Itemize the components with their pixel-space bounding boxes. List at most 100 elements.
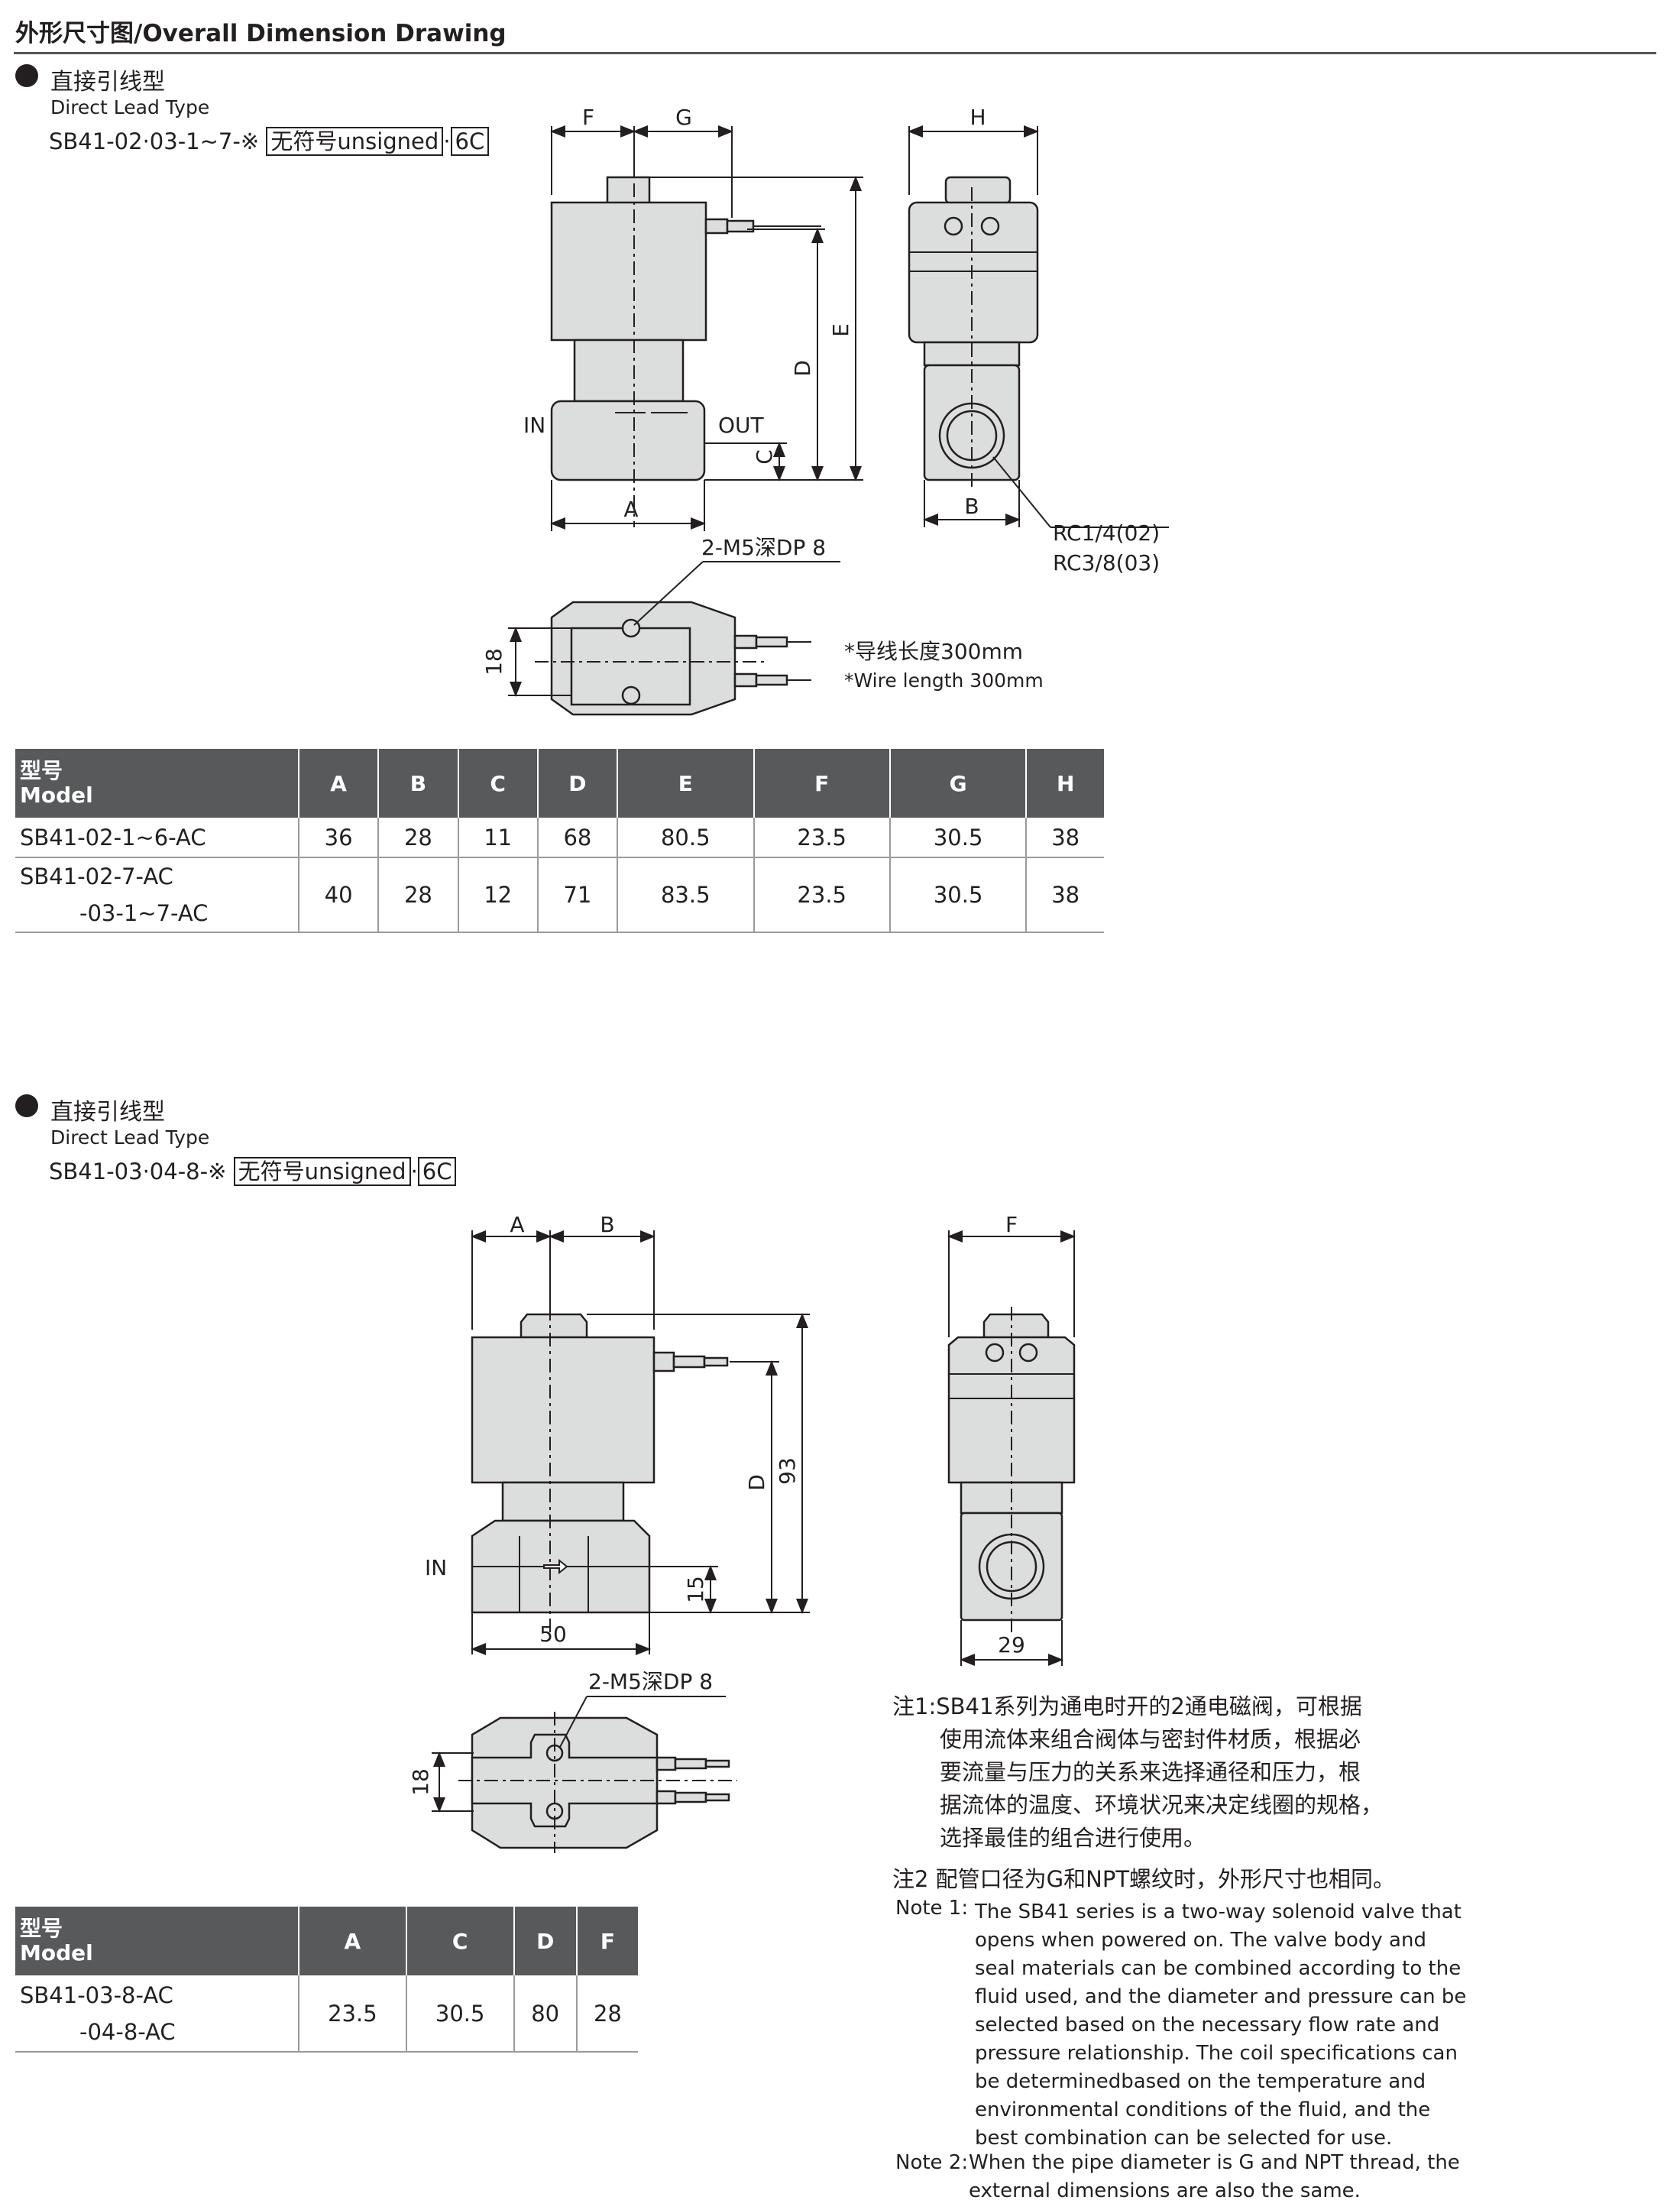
cell: 83.5 bbox=[617, 857, 755, 933]
cell: 23.5 bbox=[753, 818, 891, 858]
col-header: E bbox=[617, 749, 755, 818]
thread-callout: 2-M5深DP 8 bbox=[701, 535, 826, 560]
note2-en-label: Note 2: bbox=[895, 2151, 969, 2174]
note1-en-label: Note 1: bbox=[895, 1897, 969, 1920]
table-row: SB41-02-7-AC -03-1~7-AC 40 28 12 71 83.5… bbox=[15, 857, 1104, 933]
dim-c: C bbox=[752, 449, 777, 465]
row-model: SB41-02-7-AC -03-1~7-AC bbox=[15, 857, 299, 933]
code-prefix: SB41-02·03-1~7-※ bbox=[49, 128, 260, 154]
note-line: The SB41 series is a two-way solenoid va… bbox=[975, 1901, 1462, 1923]
table-header-row: 型号 Model A C D F bbox=[15, 1907, 638, 1975]
note-line: fluid used, and the diameter and pressur… bbox=[975, 1985, 1467, 2008]
code-option-6c: 6C bbox=[417, 1157, 457, 1186]
col-header: D bbox=[537, 749, 619, 818]
port-rc-03: RC3/8(03) bbox=[1053, 550, 1160, 575]
bullet-icon bbox=[15, 1094, 38, 1117]
note-line: 据流体的温度、环境状况来决定线圈的规格， bbox=[940, 1792, 1384, 1818]
cell: 28 bbox=[378, 857, 459, 933]
code-option-6c: 6C bbox=[450, 127, 490, 156]
row-model: SB41-02-1~6-AC bbox=[15, 818, 299, 858]
note-line: 使用流体来组合阀体与密封件材质，根据必 bbox=[940, 1726, 1361, 1752]
col-header: H bbox=[1026, 749, 1104, 818]
cell: 23.5 bbox=[299, 1975, 407, 2053]
valve-body bbox=[550, 400, 706, 481]
note2-zh: 注2 配管口径为G和NPT螺纹时，外形尺寸也相同。 bbox=[892, 1866, 1396, 1892]
cell: 30.5 bbox=[406, 1975, 515, 2053]
dim-18: 18 bbox=[408, 1768, 433, 1796]
note-line: be determinedbased on the temperature an… bbox=[975, 2070, 1426, 2093]
table-row: SB41-03-8-AC -04-8-AC 23.5 30.5 80 28 bbox=[15, 1975, 638, 2053]
col-header: G bbox=[889, 749, 1028, 818]
dim-b: B bbox=[600, 1212, 614, 1237]
col-header: A bbox=[299, 1907, 407, 1975]
dim-f: F bbox=[582, 105, 594, 130]
note-line: When the pipe diameter is G and NPT thre… bbox=[969, 2151, 1460, 2174]
note-line: seal materials can be combined according… bbox=[975, 1957, 1462, 1980]
section1-drawing: F G H E D C A B IN OUT RC1/4(02) RC3/8(0… bbox=[481, 105, 1169, 716]
section2-drawing: A B F D 93 15 50 29 IN 2-M5深DP 8 18 bbox=[408, 1212, 1076, 1853]
dim-93: 93 bbox=[775, 1457, 800, 1485]
thread-callout: 2-M5深DP 8 bbox=[588, 1669, 713, 1694]
cell: 38 bbox=[1026, 818, 1104, 858]
col-header: A bbox=[299, 749, 380, 818]
cell: 12 bbox=[458, 857, 539, 933]
wire-length-en: *Wire length 300mm bbox=[844, 669, 1044, 692]
cell: 28 bbox=[378, 818, 459, 858]
note-line: external dimensions are also the same. bbox=[969, 2179, 1361, 2202]
port-in: IN bbox=[523, 413, 545, 438]
section2-model-code: SB41-03·04-8-※ 无符号unsigned·6C bbox=[49, 1154, 457, 1186]
code-separator: · bbox=[410, 1158, 418, 1184]
dim-50: 50 bbox=[539, 1622, 567, 1647]
table-header-row: 型号 Model A B C D E F G H bbox=[15, 749, 1104, 818]
cell: 11 bbox=[458, 818, 539, 858]
col-header: B bbox=[378, 749, 459, 818]
dim-18: 18 bbox=[481, 648, 507, 676]
dim-d: D bbox=[790, 360, 815, 377]
col-header: C bbox=[458, 749, 539, 818]
note-line: environmental conditions of the fluid, a… bbox=[975, 2098, 1431, 2121]
note-line: 注1:SB41系列为通电时开的2通电磁阀，可根据 bbox=[892, 1693, 1362, 1719]
note-line: opens when powered on. The valve body an… bbox=[975, 1929, 1426, 1952]
dim-a: A bbox=[510, 1212, 524, 1237]
title-divider bbox=[14, 52, 1656, 54]
dim-a: A bbox=[623, 497, 638, 522]
section1-heading-zh: 直接引线型 bbox=[50, 69, 165, 96]
cell: 30.5 bbox=[889, 857, 1028, 933]
model-header: 型号 Model bbox=[15, 1907, 299, 1975]
port-out: OUT bbox=[718, 413, 765, 438]
note1-zh: 注1:SB41系列为通电时开的2通电磁阀，可根据 使用流体来组合阀体与密封件材质… bbox=[892, 1690, 1383, 1855]
cell: 23.5 bbox=[753, 857, 891, 933]
note1-en: The SB41 series is a two-way solenoid va… bbox=[975, 1898, 1466, 2153]
nut bbox=[606, 176, 651, 205]
note-line: best combination can be selected for use… bbox=[975, 2127, 1393, 2150]
section1-model-code: SB41-02·03-1~7-※ 无符号unsigned·6C bbox=[49, 124, 490, 156]
note-line: 选择最佳的组合进行使用。 bbox=[940, 1825, 1206, 1851]
section1-heading-en: Direct Lead Type bbox=[50, 96, 210, 118]
section2-heading-en: Direct Lead Type bbox=[50, 1126, 210, 1149]
section1-spec-table: 型号 Model A B C D E F G H SB41-02-1~6-AC … bbox=[15, 749, 1104, 933]
cell: 80 bbox=[513, 1975, 578, 2053]
dim-h: H bbox=[969, 105, 986, 130]
table-row: SB41-02-1~6-AC 36 28 11 68 80.5 23.5 30.… bbox=[15, 818, 1104, 858]
cell: 80.5 bbox=[617, 818, 755, 858]
section2-heading-zh: 直接引线型 bbox=[50, 1099, 165, 1126]
cell: 36 bbox=[299, 818, 380, 858]
dim-d: D bbox=[744, 1474, 769, 1491]
note-line: selected based on the necessary flow rat… bbox=[975, 2014, 1440, 2037]
dim-b: B bbox=[964, 494, 979, 519]
dim-15: 15 bbox=[683, 1576, 708, 1603]
cell: 40 bbox=[299, 857, 380, 933]
cell: 68 bbox=[537, 818, 619, 858]
col-header: F bbox=[576, 1907, 638, 1975]
note-line: 要流量与压力的关系来选择通径和压力，根 bbox=[940, 1759, 1361, 1785]
note2-en: When the pipe diameter is G and NPT thre… bbox=[969, 2149, 1460, 2205]
code-prefix: SB41-03·04-8-※ bbox=[49, 1158, 227, 1184]
row-model: SB41-03-8-AC -04-8-AC bbox=[15, 1975, 299, 2053]
model-header: 型号 Model bbox=[15, 749, 299, 818]
dim-g: G bbox=[675, 105, 692, 130]
page-title: 外形尺寸图/Overall Dimension Drawing bbox=[15, 20, 507, 47]
code-separator: · bbox=[443, 128, 451, 154]
code-option-unsigned: 无符号unsigned bbox=[266, 127, 444, 156]
port-in: IN bbox=[425, 1555, 447, 1580]
col-header: F bbox=[753, 749, 891, 818]
